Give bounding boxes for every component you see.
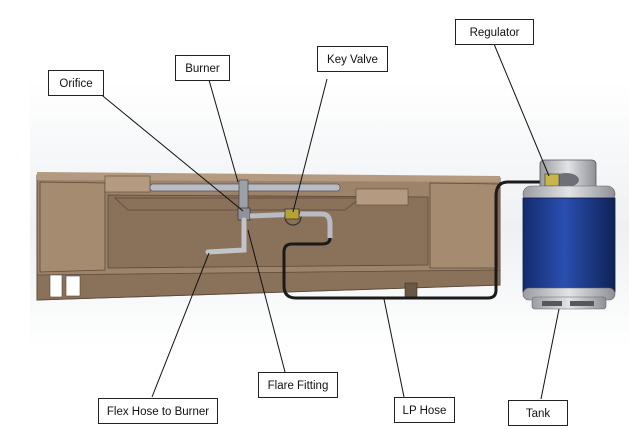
lp-hose — [282, 180, 545, 300]
label-burner: Burner — [175, 55, 230, 81]
enclosure-right-block — [429, 182, 499, 269]
foot-left — [49, 274, 63, 298]
enclosure-top-notch-left — [104, 175, 151, 193]
leader-key-valve — [292, 78, 328, 213]
tank-body — [522, 197, 616, 293]
label-flex-hose: Flex Hose to Burner — [98, 398, 218, 424]
enclosure — [36, 172, 501, 301]
valve-to-hose-pipe — [300, 211, 333, 238]
enclosure-bottom-strip — [36, 269, 501, 301]
burner-tee — [238, 179, 249, 211]
label-flare-fitting: Flare Fitting — [258, 372, 338, 398]
flex-hose-to-burner — [205, 217, 247, 255]
leader-burner — [208, 79, 239, 183]
enclosure-top-notch-right — [355, 188, 409, 206]
enclosure-left-block — [39, 181, 106, 273]
propane-tank — [522, 159, 616, 310]
tank-collar-opening — [553, 173, 579, 187]
regulator-body — [544, 173, 560, 187]
tank-foot-slot-2 — [570, 301, 594, 306]
leader-lp-hose — [383, 298, 405, 398]
label-tank: Tank — [508, 400, 568, 426]
burner-tray — [113, 197, 362, 211]
leader-lines — [97, 43, 560, 400]
valve-assembly — [205, 207, 333, 255]
label-regulator: Regulator — [455, 19, 534, 45]
enclosure-top-face — [37, 172, 500, 182]
foot-left-2 — [65, 275, 81, 297]
label-lp-hose: LP Hose — [394, 397, 455, 423]
leader-orifice — [97, 91, 244, 212]
enclosure-inner-cavity — [107, 194, 429, 269]
leader-flare-fitting — [247, 229, 286, 373]
label-orifice: Orifice — [48, 70, 104, 96]
tank-foot-slot — [542, 301, 562, 306]
leader-flex-hose — [151, 252, 210, 398]
label-key-valve: Key Valve — [317, 46, 388, 72]
leader-regulator — [493, 43, 550, 177]
burner — [149, 179, 341, 211]
leader-tank — [540, 308, 560, 400]
key-valve-fitting — [284, 208, 300, 220]
